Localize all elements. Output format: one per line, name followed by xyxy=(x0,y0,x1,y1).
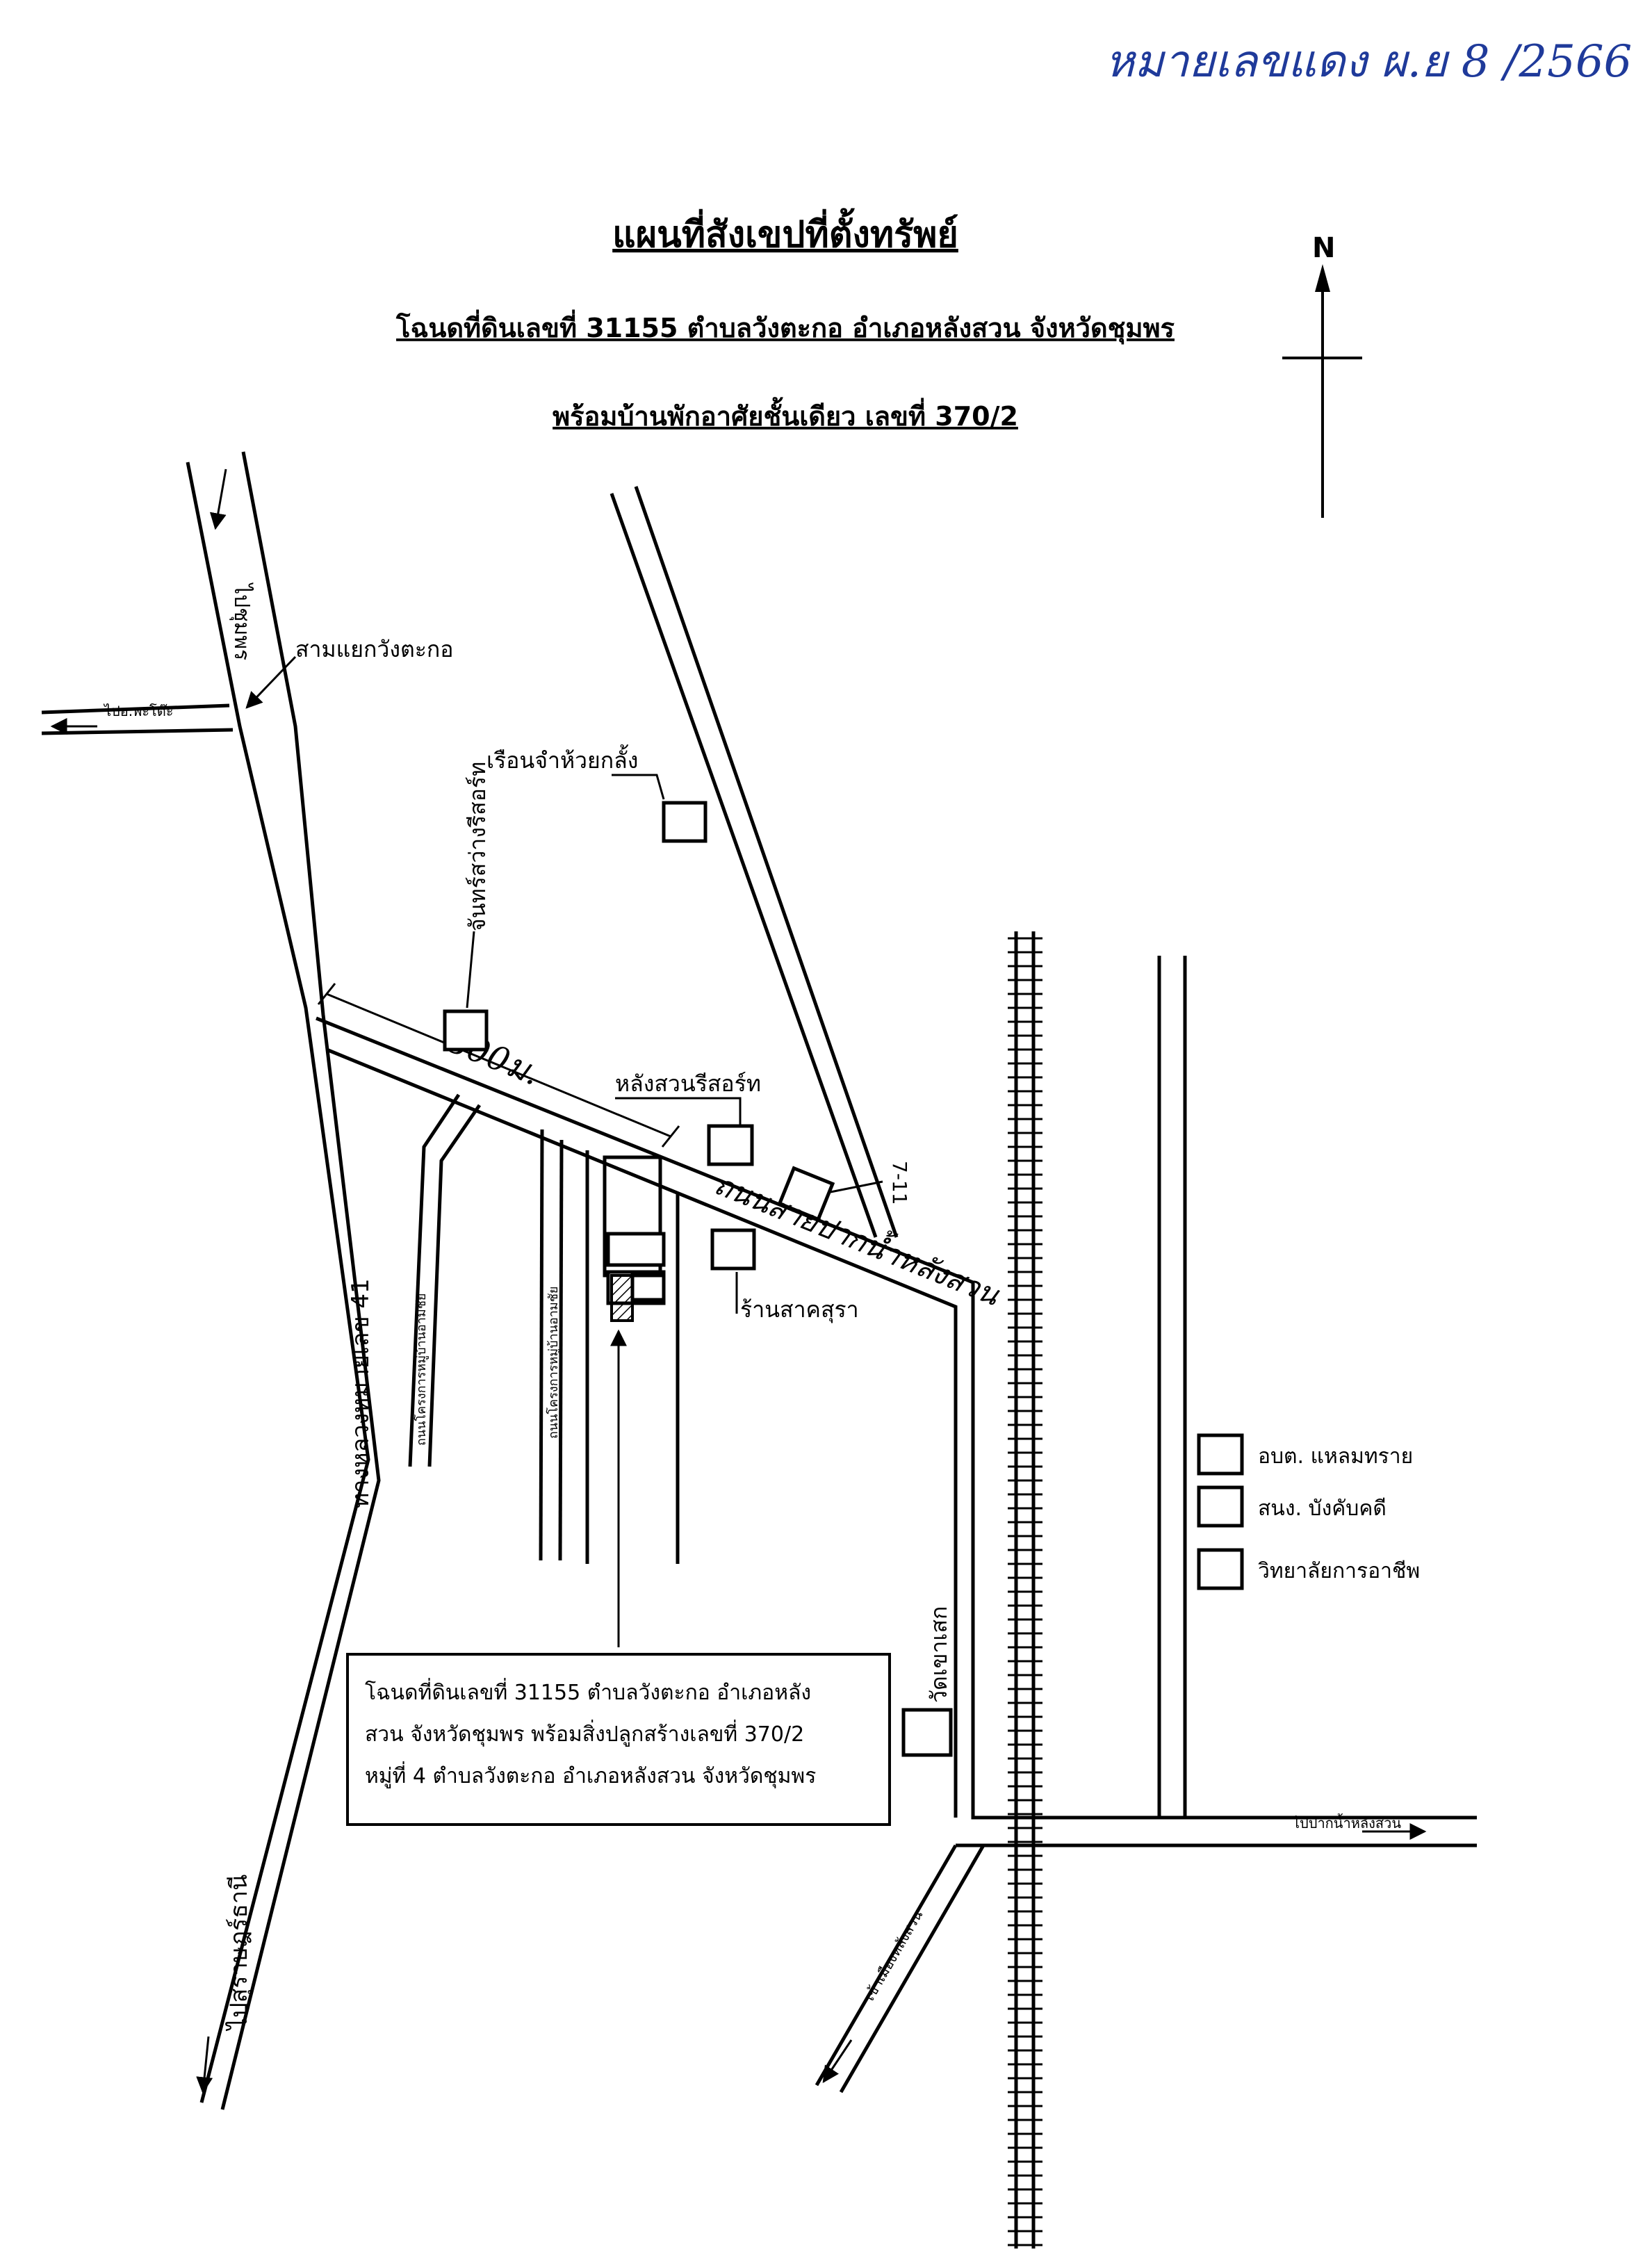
map-subtitle-2: พร้อมบ้านพักอาศัยชั้นเดียว เลขที่ 370/2 xyxy=(553,397,1018,432)
arrow-to-city-icon xyxy=(822,2039,853,2083)
to-city-label: เข้าเมืองหลังสวน xyxy=(861,1907,926,2004)
lang-suan-resort-pointer xyxy=(615,1097,742,1125)
village-road-1 xyxy=(408,1093,482,1467)
sam-yaek-label: สามแยกวังตะกอ xyxy=(295,636,454,662)
to-paknam-label: ไปปากน้ำหลังสวน xyxy=(1291,1813,1401,1831)
road-to-city xyxy=(815,1844,986,2094)
prison-pointer xyxy=(612,774,665,800)
enforcement-office-label: สนง. บังคับคดี xyxy=(1258,1496,1387,1521)
highway-41-label: ทางหลวงหมายเลข 41 xyxy=(347,1278,375,1508)
subject-property-plot xyxy=(610,1274,634,1322)
lang-suan-resort-building xyxy=(707,1124,754,1166)
railway xyxy=(1008,931,1042,2249)
info-line-1: โฉนดที่ดินเลขที่ 31155 ตำบลวังตะกอ อำเภอ… xyxy=(365,1678,811,1705)
property-lane xyxy=(585,1150,680,1564)
chan-sawang-pointer xyxy=(466,931,475,1009)
college-building xyxy=(1197,1548,1244,1590)
village-road-1-label: ถนนโครงการหมู่บ้านอามชัย xyxy=(414,1294,429,1446)
to-surat-label: ไปสุราษฎร์ธานี xyxy=(225,1875,253,2032)
distance-marker xyxy=(317,983,680,1148)
seven-eleven-pointer xyxy=(830,1180,883,1193)
sam-yaek-pointer-icon xyxy=(245,655,297,709)
paknam-road xyxy=(316,1016,1477,1847)
arrow-to-chumphon-icon xyxy=(209,468,227,530)
to-phato-label: ไปอ.พะโต๊ะ xyxy=(103,703,174,719)
highway-41-road xyxy=(186,451,381,2110)
property-info-box xyxy=(346,1653,891,1826)
seven-eleven-building xyxy=(777,1166,835,1222)
college-label: วิทยาลัยการอาชีพ xyxy=(1258,1559,1420,1583)
chan-sawang-building xyxy=(443,1009,489,1052)
handwritten-annotation: หมายเลขแดง ผ.ย 8 /2566 xyxy=(1105,36,1632,88)
obt-label: อบต. แหลมทราย xyxy=(1258,1444,1413,1469)
north-label: N xyxy=(1312,232,1335,264)
info-line-3: หมู่ที่ 4 ตำบลวังตะกอ อำเภอหลังสวน จังหว… xyxy=(365,1761,816,1789)
east-road xyxy=(1157,956,1187,1818)
property-plots xyxy=(603,1155,666,1322)
lang-suan-resort-label: หลังสวนรีสอร์ท xyxy=(615,1070,761,1097)
liquor-shop-building xyxy=(710,1228,756,1271)
chan-sawang-label: จันทร์สว่างรีสอร์ท xyxy=(464,762,491,931)
road-to-phato xyxy=(41,703,234,735)
map-subtitle-1: โฉนดที่ดินเลขที่ 31155 ตำบลวังตะกอ อำเภอ… xyxy=(395,309,1175,345)
village-road-2-label: ถนนโครงการหมู่บ้านอามชัย xyxy=(546,1287,561,1439)
liquor-shop-label: ร้านสาคสุรา xyxy=(740,1296,859,1323)
village-road-2 xyxy=(539,1129,564,1561)
wat-khao-label: วัดเขาเสก xyxy=(926,1606,952,1703)
map-title: แผนที่สังเขปที่ตั้งทรัพย์ xyxy=(612,208,958,256)
wat-khao-building xyxy=(901,1708,953,1757)
prison-building xyxy=(662,801,708,843)
obt-building xyxy=(1197,1433,1244,1476)
arrow-to-surat-icon xyxy=(196,2036,213,2094)
seven-eleven-label: 7-11 xyxy=(888,1161,911,1205)
enforcement-office-building xyxy=(1197,1485,1244,1528)
prison-label: เรือนจำห้วยกลั้ง xyxy=(486,744,638,774)
to-chumphon-label: ไปชุมพร xyxy=(229,582,254,660)
north-diagonal-road xyxy=(610,486,899,1238)
north-arrow-icon: N xyxy=(1282,232,1362,518)
info-line-2: สวน จังหวัดชุมพร พร้อมสิ่งปลูกสร้างเลขที… xyxy=(365,1720,804,1747)
